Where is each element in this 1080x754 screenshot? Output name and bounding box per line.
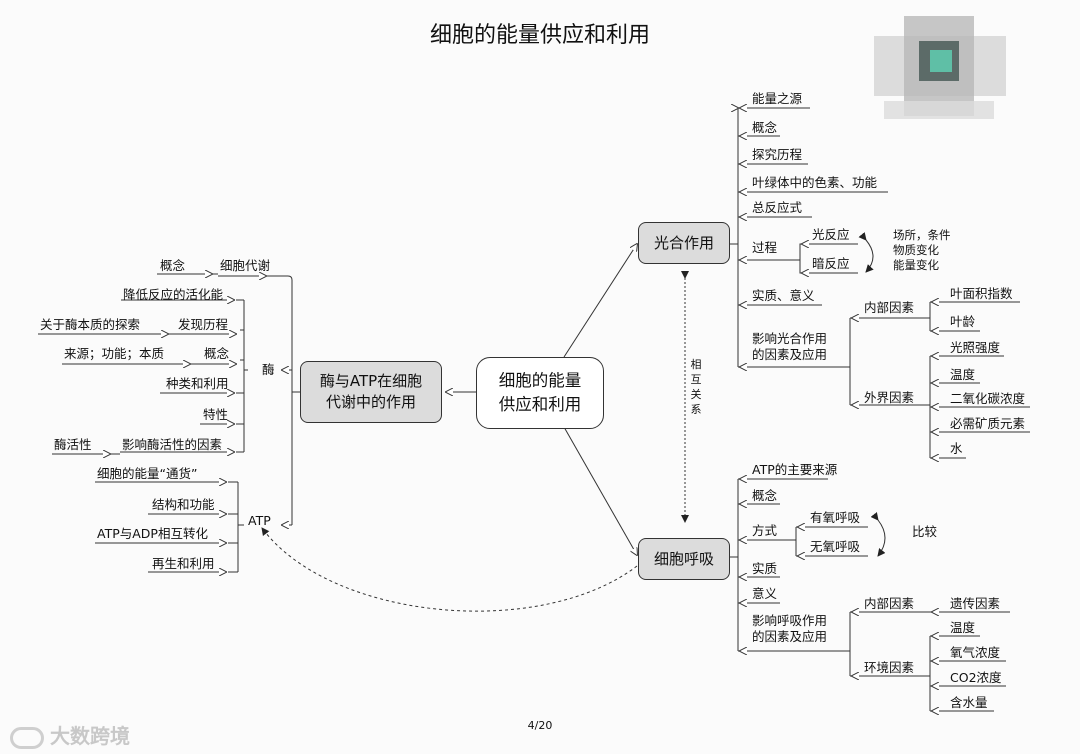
- watermark-logo-icon: [10, 726, 44, 749]
- relation-label: 相互关系: [690, 358, 702, 416]
- ps-internal-label: 内部因素: [864, 300, 915, 315]
- watermark: 大数跨境: [10, 720, 130, 749]
- resp-factors-line-2: 的因素及应用: [752, 629, 828, 644]
- resp-env-item-1: 氧气浓度: [950, 645, 1001, 660]
- enzyme-item-3-sub: 来源；功能；本质: [64, 346, 165, 361]
- resp-env-label: 环境因素: [864, 660, 915, 675]
- ps-process-label: 过程: [752, 240, 778, 255]
- page-title: 细胞的能量供应和利用: [429, 23, 650, 48]
- ps-factors-line-1: 影响光合作用: [752, 331, 828, 346]
- ps-item-0: 能量之源: [752, 91, 803, 106]
- photosynthesis-node[interactable]: 光合作用: [638, 222, 730, 264]
- resp-internal-label: 内部因素: [864, 596, 915, 611]
- atp-label: ATP: [248, 513, 271, 528]
- enzyme-item-3: 概念: [204, 346, 230, 361]
- ps-process-note-0: 场所，条件: [893, 228, 951, 242]
- resp-aerobic: 有氧呼吸: [810, 510, 861, 525]
- ps-external-item-3: 必需矿质元素: [950, 416, 1026, 431]
- resp-internal-item-0: 遗传因素: [950, 596, 1001, 611]
- ps-item-1: 概念: [752, 120, 778, 135]
- respiration-node[interactable]: 细胞呼吸: [638, 538, 730, 580]
- enzyme-item-2-sub: 关于酶本质的探索: [40, 317, 141, 332]
- resp-env-item-2: CO2浓度: [950, 670, 1002, 685]
- resp-mode-label: 方式: [752, 523, 778, 538]
- ps-external-label: 外界因素: [864, 390, 915, 405]
- ps-light-reaction: 光反应: [812, 227, 850, 242]
- ps-dark-reaction: 暗反应: [812, 256, 850, 271]
- enzyme-atp-line-1: 酶与ATP在细胞: [319, 372, 423, 390]
- resp-factors-line-1: 影响呼吸作用: [752, 613, 828, 628]
- enzyme-item-6: 影响酶活性的因素: [122, 437, 223, 452]
- enzyme-item-1: 降低反应的活化能: [123, 287, 224, 302]
- ps-external-item-2: 二氧化碳浓度: [950, 391, 1026, 406]
- ps-process-note-2: 能量变化: [893, 258, 939, 272]
- resp-env-item-0: 温度: [950, 620, 976, 635]
- enzyme-item-2: 发现历程: [178, 317, 229, 332]
- enzyme-item-0-sub: 概念: [160, 258, 186, 273]
- ps-essence: 实质、意义: [752, 288, 815, 303]
- resp-item-1: 概念: [752, 488, 778, 503]
- enzyme-item-5: 特性: [203, 407, 229, 422]
- resp-after-0: 实质: [752, 561, 778, 576]
- atp-item-0: 细胞的能量“通货”: [97, 466, 198, 481]
- resp-item-0: ATP的主要来源: [752, 462, 838, 477]
- atp-item-2: ATP与ADP相互转化: [97, 526, 208, 541]
- ps-internal-item-1: 叶龄: [950, 314, 976, 329]
- watermark-text: 大数跨境: [50, 724, 130, 748]
- resp-env-item-3: 含水量: [950, 695, 988, 710]
- ps-external-item-4: 水: [950, 441, 963, 456]
- ps-internal-item-0: 叶面积指数: [950, 286, 1013, 301]
- atp-item-3: 再生和利用: [152, 556, 215, 571]
- ps-item-2: 探究历程: [752, 147, 803, 162]
- enzyme-item-6-sub: 酶活性: [54, 437, 92, 452]
- ps-external-item-0: 光照强度: [950, 340, 1001, 355]
- qr-code-image: [874, 16, 1006, 122]
- center-line-1: 细胞的能量: [498, 371, 582, 390]
- resp-compare: 比较: [912, 524, 938, 539]
- page-number: 4/20: [527, 719, 553, 732]
- ps-item-4: 总反应式: [752, 200, 803, 215]
- enzyme-atp-node[interactable]: 酶与ATP在细胞 代谢中的作用: [300, 361, 442, 423]
- ps-item-3: 叶绿体中的色素、功能: [752, 175, 878, 190]
- atp-item-1: 结构和功能: [152, 497, 215, 512]
- ps-process-note-1: 物质变化: [893, 243, 939, 257]
- ps-factors-line-2: 的因素及应用: [752, 347, 828, 362]
- enzyme-label: 酶: [262, 362, 275, 377]
- enzyme-atp-line-2: 代谢中的作用: [325, 393, 416, 411]
- enzyme-item-4: 种类和利用: [166, 376, 229, 391]
- center-line-2: 供应和利用: [498, 395, 582, 414]
- ps-external-item-1: 温度: [950, 367, 976, 382]
- center-node[interactable]: 细胞的能量 供应和利用: [476, 357, 604, 429]
- resp-after-1: 意义: [752, 586, 778, 601]
- resp-anaerobic: 无氧呼吸: [810, 539, 861, 554]
- enzyme-item-0: 细胞代谢: [220, 258, 271, 273]
